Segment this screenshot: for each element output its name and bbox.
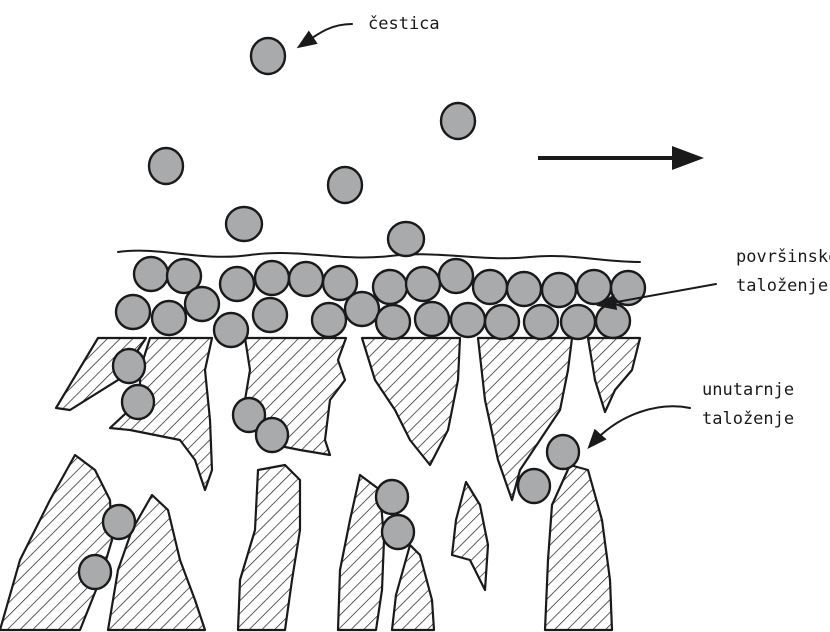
particle <box>134 257 168 291</box>
particle <box>345 292 379 326</box>
particle <box>185 287 219 321</box>
filter-wall <box>392 545 434 630</box>
particle <box>382 515 414 549</box>
surface-deposit-particles <box>116 257 645 347</box>
particle <box>524 305 558 339</box>
particle <box>518 469 550 503</box>
particle <box>451 303 485 337</box>
filter-wall <box>362 338 460 465</box>
particle <box>253 298 287 332</box>
particle <box>312 303 346 337</box>
particle <box>214 313 248 347</box>
filter-wall <box>238 465 300 630</box>
free-particles <box>149 38 475 256</box>
particle <box>116 295 150 329</box>
particle <box>441 103 475 139</box>
filter-wall <box>0 455 112 630</box>
particle <box>561 305 595 339</box>
surface-deposition-label-line1: površinsko <box>736 247 830 267</box>
particle <box>289 262 323 296</box>
particle <box>542 273 576 307</box>
filter-wall <box>545 465 612 630</box>
internal-deposition-label-line2: taloženje <box>702 409 794 429</box>
particle <box>256 418 288 452</box>
particle <box>226 207 262 241</box>
particle <box>376 480 408 514</box>
particle <box>255 261 289 295</box>
filter-wall <box>588 338 640 412</box>
particle <box>473 270 507 304</box>
cake-surface-line <box>118 251 640 262</box>
particle <box>373 270 407 304</box>
particle <box>122 385 154 419</box>
particle <box>376 305 410 339</box>
particle <box>406 267 440 301</box>
particle <box>596 304 630 338</box>
particle <box>485 305 519 339</box>
particle-label: čestica <box>368 14 440 34</box>
particle <box>328 167 362 203</box>
particle-callout-arrow <box>300 24 352 46</box>
particle <box>547 435 579 469</box>
particle <box>439 259 473 293</box>
filter-wall <box>452 482 488 590</box>
particle <box>152 301 186 335</box>
surface-deposition-label-line2: taloženje <box>736 276 828 296</box>
particle <box>220 267 254 301</box>
particle <box>388 222 424 256</box>
particle <box>103 505 135 539</box>
flow-direction-arrow <box>538 146 704 170</box>
particle <box>507 272 541 306</box>
particle <box>149 148 183 184</box>
particle <box>415 302 449 336</box>
internal-deposition-label-line1: unutarnje <box>702 380 794 400</box>
particle <box>113 349 145 383</box>
particle <box>79 555 111 589</box>
particle <box>577 270 611 304</box>
particle <box>251 38 285 74</box>
